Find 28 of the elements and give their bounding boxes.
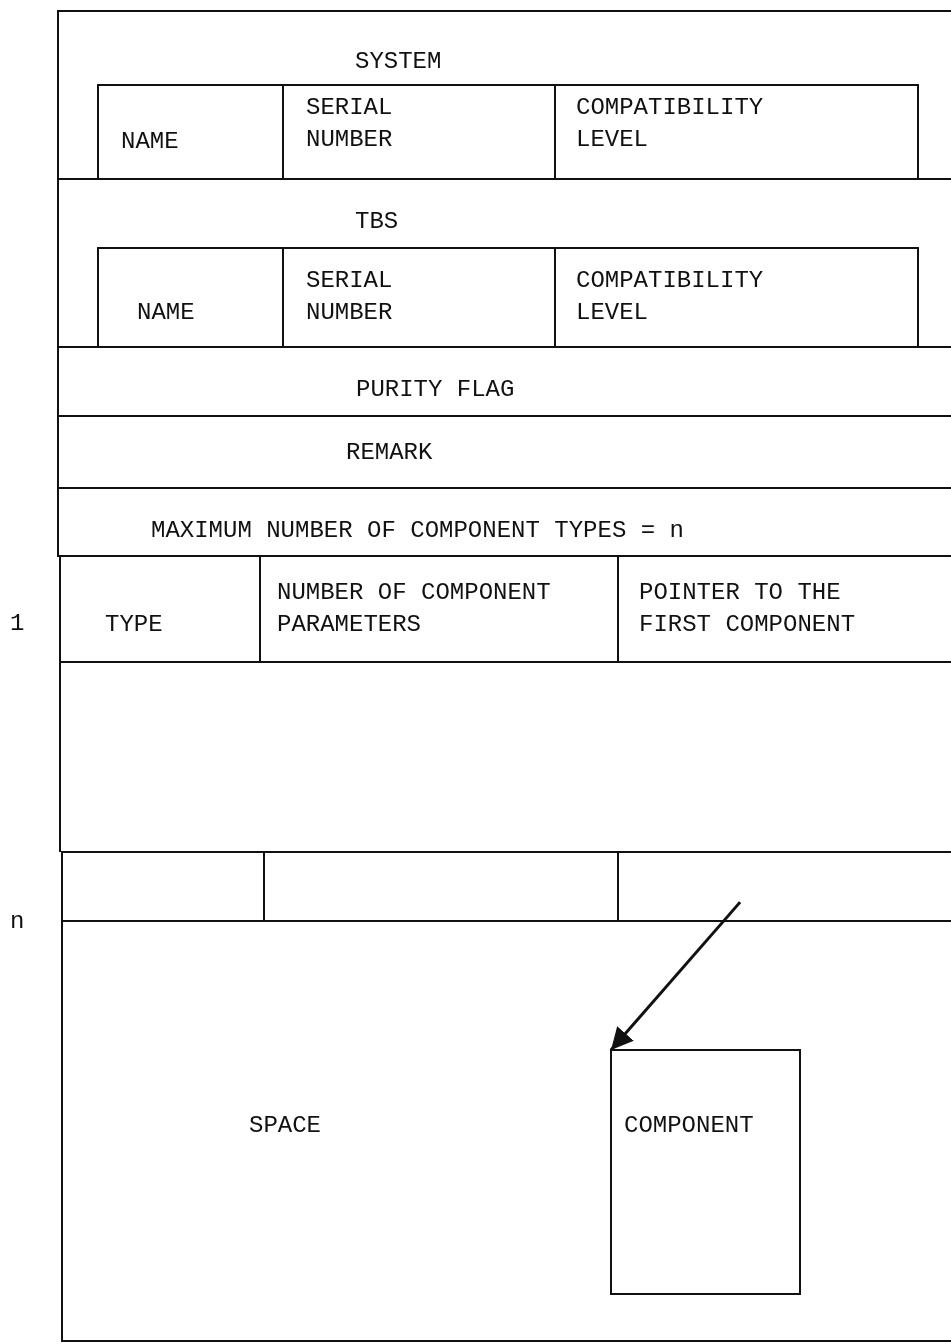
row-index: n <box>10 908 25 935</box>
field-cell <box>57 10 951 180</box>
field-label: NAME <box>121 127 179 157</box>
field-label: COMPATIBILITY LEVEL <box>576 93 765 155</box>
field-label: COMPATIBILITY LEVEL <box>576 266 765 328</box>
field-label: MAXIMUM NUMBER OF COMPONENT TYPES = n <box>151 516 684 546</box>
row-index: 1 <box>10 610 25 637</box>
empty-cell <box>61 851 265 922</box>
arrow <box>609 901 742 1051</box>
field-label: PURITY FLAG <box>356 375 515 405</box>
field-label: REMARK <box>346 438 433 468</box>
field-cell <box>554 84 919 180</box>
field-label: SERIAL NUMBER <box>306 93 394 155</box>
field-label: NAME <box>137 298 195 328</box>
field-label: SPACE <box>249 1111 321 1141</box>
field-cell <box>554 247 919 348</box>
field-label: TBS <box>355 207 399 237</box>
field-label: POINTER TO THE FIRST COMPONENT <box>639 578 857 640</box>
field-label: SERIAL NUMBER <box>306 266 394 328</box>
field-cell <box>610 1049 801 1295</box>
field-label: COMPONENT <box>624 1111 754 1141</box>
field-cell <box>59 555 261 663</box>
field-label: NUMBER OF COMPONENT PARAMETERS <box>277 578 552 640</box>
field-cell <box>61 920 951 1342</box>
field-label: TYPE <box>105 610 163 640</box>
field-cell <box>97 247 284 348</box>
field-label: SYSTEM <box>355 47 442 77</box>
field-cell <box>97 84 284 180</box>
